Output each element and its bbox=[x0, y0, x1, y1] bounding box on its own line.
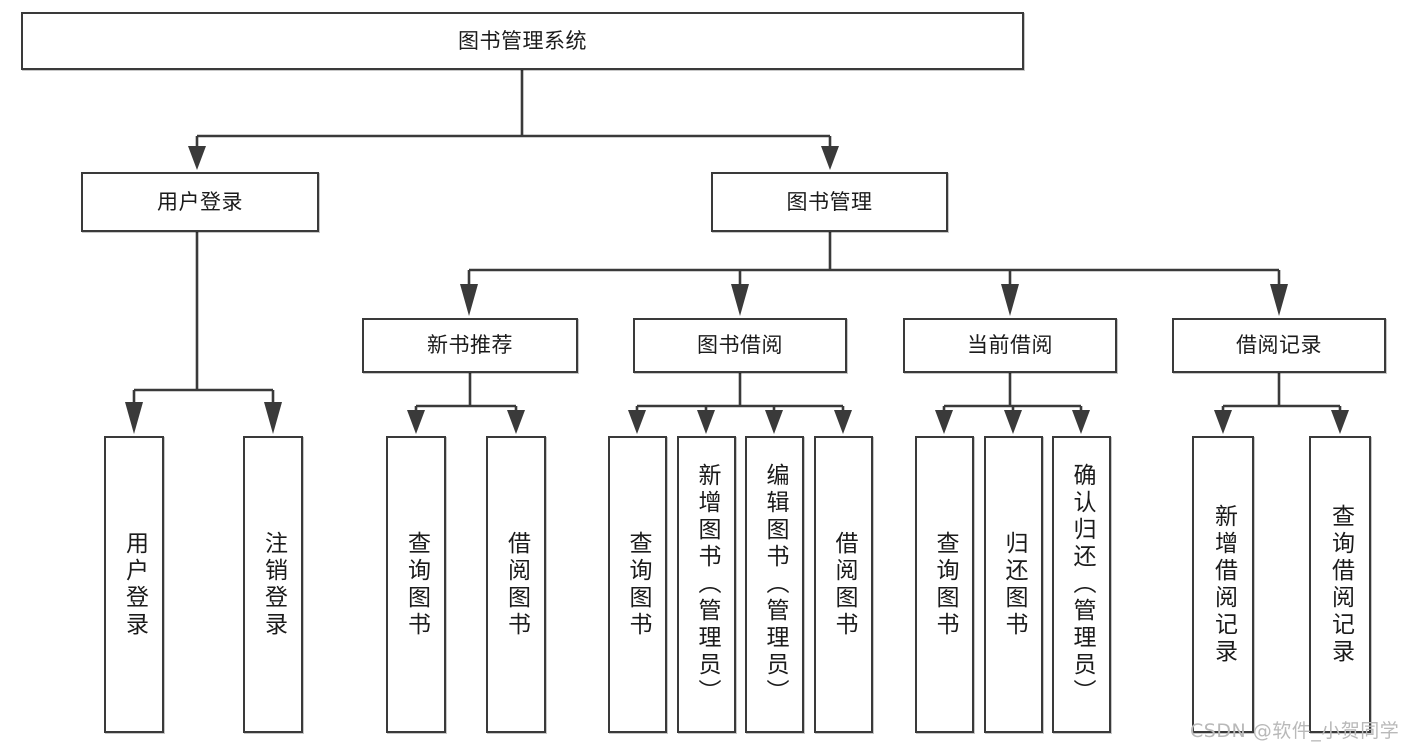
node-root-label: 图书管理系统 bbox=[458, 28, 587, 53]
leaf-user-login[interactable]: 用户登录 bbox=[104, 436, 164, 733]
arrowhead-cb-return bbox=[1004, 410, 1022, 434]
node-book-management[interactable]: 图书管理 bbox=[711, 172, 948, 232]
node-new-book-recommend[interactable]: 新书推荐 bbox=[362, 318, 578, 373]
leaf-bb-edit-book-admin[interactable]: 编辑图书（管理员） bbox=[745, 436, 804, 733]
node-new-book-recommend-label: 新书推荐 bbox=[427, 333, 513, 358]
arrowhead-book-borrow bbox=[731, 284, 749, 316]
node-root[interactable]: 图书管理系统 bbox=[21, 12, 1024, 70]
node-book-borrow-label: 图书借阅 bbox=[697, 333, 783, 358]
leaf-bb-add-book-admin-label: 新增图书（管理员） bbox=[694, 463, 720, 706]
arrowhead-newbook-borrow bbox=[507, 410, 525, 434]
node-book-borrow[interactable]: 图书借阅 bbox=[633, 318, 847, 373]
arrowhead-leaf-user-login bbox=[125, 402, 143, 434]
arrowhead-bb-query bbox=[628, 410, 646, 434]
leaf-br-add-record-label: 新增借阅记录 bbox=[1210, 503, 1237, 666]
leaf-bb-borrow-book-label: 借阅图书 bbox=[831, 530, 857, 639]
leaf-newbook-query-book-label: 查询图书 bbox=[403, 530, 430, 639]
arrowhead-cb-query bbox=[935, 410, 953, 434]
node-book-management-label: 图书管理 bbox=[786, 189, 873, 214]
leaf-cb-query-book[interactable]: 查询图书 bbox=[915, 436, 974, 733]
leaf-bb-query-book[interactable]: 查询图书 bbox=[608, 436, 667, 733]
node-user-login-label: 用户登录 bbox=[157, 189, 243, 214]
leaf-cb-confirm-return-admin-label: 确认归还（管理员） bbox=[1069, 463, 1095, 706]
arrowhead-current-borrow bbox=[1001, 284, 1019, 316]
leaf-cb-return-book-label: 归还图书 bbox=[1001, 530, 1027, 639]
arrowhead-newbook-query bbox=[407, 410, 425, 434]
arrowhead-cb-confirm bbox=[1072, 410, 1090, 434]
leaf-bb-borrow-book[interactable]: 借阅图书 bbox=[814, 436, 873, 733]
arrowhead-bb-add bbox=[697, 410, 715, 434]
arrowhead-br-add bbox=[1214, 410, 1232, 434]
leaf-cb-return-book[interactable]: 归还图书 bbox=[984, 436, 1043, 733]
node-current-borrow-label: 当前借阅 bbox=[967, 333, 1053, 358]
leaf-logout[interactable]: 注销登录 bbox=[243, 436, 303, 733]
arrowhead-new-book-rec bbox=[460, 284, 478, 316]
node-user-login[interactable]: 用户登录 bbox=[81, 172, 319, 232]
arrowhead-borrow-record bbox=[1270, 284, 1288, 316]
leaf-br-query-record-label: 查询借阅记录 bbox=[1327, 503, 1354, 666]
arrowhead-book-mgmt bbox=[821, 146, 839, 170]
leaf-user-login-label: 用户登录 bbox=[121, 530, 148, 639]
leaf-cb-query-book-label: 查询图书 bbox=[932, 530, 958, 639]
leaf-newbook-borrow-book[interactable]: 借阅图书 bbox=[486, 436, 546, 733]
leaf-bb-edit-book-admin-label: 编辑图书（管理员） bbox=[762, 463, 788, 706]
leaf-bb-add-book-admin[interactable]: 新增图书（管理员） bbox=[677, 436, 736, 733]
leaf-bb-query-book-label: 查询图书 bbox=[625, 530, 651, 639]
leaf-br-query-record[interactable]: 查询借阅记录 bbox=[1309, 436, 1371, 733]
arrowhead-bb-borrow bbox=[834, 410, 852, 434]
leaf-newbook-query-book[interactable]: 查询图书 bbox=[386, 436, 446, 733]
arrowhead-bb-edit bbox=[765, 410, 783, 434]
node-borrow-record[interactable]: 借阅记录 bbox=[1172, 318, 1386, 373]
leaf-logout-label: 注销登录 bbox=[260, 530, 287, 639]
node-current-borrow[interactable]: 当前借阅 bbox=[903, 318, 1117, 373]
arrowhead-user-login bbox=[188, 146, 206, 170]
leaf-br-add-record[interactable]: 新增借阅记录 bbox=[1192, 436, 1254, 733]
leaf-newbook-borrow-book-label: 借阅图书 bbox=[503, 530, 530, 639]
arrowhead-leaf-logout bbox=[264, 402, 282, 434]
leaf-cb-confirm-return-admin[interactable]: 确认归还（管理员） bbox=[1052, 436, 1111, 733]
node-borrow-record-label: 借阅记录 bbox=[1236, 333, 1322, 358]
arrowhead-br-query bbox=[1331, 410, 1349, 434]
